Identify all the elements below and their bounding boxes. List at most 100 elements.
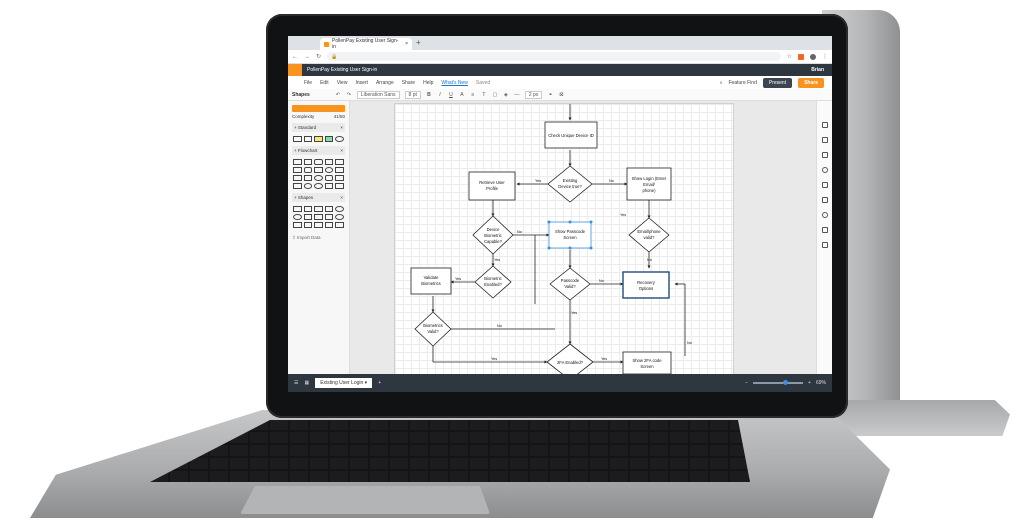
reload-icon[interactable]: ↻ [316,54,322,60]
browser-menu-icon[interactable]: ⋮ [822,54,828,60]
collate-shape[interactable] [324,183,334,189]
zoom-slider[interactable] [753,380,804,385]
colored-block-shape[interactable] [324,136,334,142]
ellipse-shape[interactable] [293,214,302,220]
node-device-biometric[interactable] [472,215,514,255]
text-shape[interactable] [293,136,302,142]
menu-help[interactable]: Help [423,79,434,86]
chat-icon[interactable] [821,212,828,218]
menu-view[interactable]: View [336,79,348,86]
storage-shape[interactable] [314,167,323,173]
block-shape[interactable] [303,136,313,142]
arrow-double-shape[interactable] [324,222,334,228]
heart-shape[interactable] [293,222,302,228]
profile-avatar-icon[interactable] [810,53,816,60]
manual-input-shape[interactable] [293,167,302,173]
menu-insert[interactable]: Insert [355,79,368,86]
arrow-right-shape[interactable] [303,222,313,228]
address-bar[interactable]: 🔒 [327,52,781,61]
node-biometric-enabled[interactable] [474,265,512,299]
line-width-select[interactable]: 2 px [524,90,543,99]
collapse-icon[interactable] [822,107,828,113]
data-shape[interactable] [324,159,334,165]
close-library-icon[interactable]: × [340,195,343,200]
parallelogram-shape[interactable] [303,206,313,212]
feature-find-button[interactable]: Feature Find [728,79,757,86]
data-icon[interactable] [821,137,828,143]
zoom-out-button[interactable]: − [745,380,749,386]
zoom-slider-handle[interactable] [783,380,789,385]
arrow-up-shape[interactable] [335,222,344,228]
node-show-login[interactable] [626,167,672,201]
predefined-shape[interactable] [303,167,313,173]
back-arrow-icon[interactable]: ← [292,53,298,60]
node-passcode-valid[interactable] [549,267,591,301]
summing-junction-shape[interactable] [314,183,323,189]
list-view-icon[interactable]: ☰ [294,380,299,386]
line-shape[interactable] [335,136,344,142]
close-library-icon[interactable]: × [340,148,343,153]
node-retrieve-profile[interactable] [468,171,516,201]
display-shape[interactable] [324,175,334,181]
lock-shape-icon[interactable]: ⊠ [559,91,564,98]
present-button[interactable]: Present [762,77,793,88]
add-page-button[interactable]: + [378,380,382,386]
node-email-phone-valid[interactable] [628,217,670,253]
merge-shape[interactable] [293,175,302,181]
shapes-panel-tab[interactable]: Shapes [292,91,310,98]
page-icon[interactable] [821,122,828,128]
menu-edit[interactable]: Edit [320,79,329,86]
font-size-select[interactable]: 8 pt [404,90,421,99]
cross-shape[interactable] [324,214,334,220]
forward-arrow-icon[interactable]: → [304,53,310,60]
triangle-shape[interactable] [314,206,323,212]
menu-arrange[interactable]: Arrange [375,79,394,86]
terminator-shape[interactable] [314,159,323,165]
document-shape[interactable] [335,159,344,165]
redo-icon[interactable]: ↷ [346,91,351,98]
node-biometrics-valid[interactable] [414,311,452,347]
import-data-button[interactable]: ⇪ Import Data [292,235,345,241]
delay-shape[interactable] [335,167,344,173]
card-shape[interactable] [335,175,344,181]
comments-icon[interactable] [821,152,828,158]
page-tab[interactable]: Existing User Login ▾ [315,378,373,388]
node-2fa-enabled[interactable] [546,343,594,374]
database-shape[interactable] [314,175,323,181]
menu-file[interactable]: File [304,79,313,86]
library-standard-header[interactable]: + Standard × [292,123,345,132]
italic-button[interactable]: I [439,91,441,98]
arrow-left-shape[interactable] [314,222,323,228]
shape-select-icon[interactable]: ▢ [492,91,498,98]
right-triangle-shape[interactable] [324,206,334,212]
bold-button[interactable]: B [427,91,431,98]
grid-view-icon[interactable]: ▦ [304,380,310,386]
user-menu[interactable]: Brian [811,67,824,73]
node-recovery-options[interactable] [622,271,670,299]
decision-shape[interactable] [303,159,313,165]
octagon-shape[interactable] [314,214,323,220]
undo-icon[interactable]: ↶ [335,91,340,98]
sort-shape[interactable] [335,183,344,189]
new-tab-button[interactable]: + [416,38,421,47]
hexagon-shape[interactable] [303,214,313,220]
text-options-button[interactable]: T [482,91,486,98]
close-library-icon[interactable]: × [340,125,343,130]
font-color-button[interactable]: A [460,91,464,98]
menu-share[interactable]: Share [401,79,416,86]
line-style-icon[interactable]: — [514,91,520,98]
extract-shape[interactable] [303,175,313,181]
document-title[interactable]: PollenPay Existing User Sign-in [307,67,378,73]
underline-button[interactable]: U [449,91,453,98]
align-icon[interactable]: ≡ [471,91,475,98]
browser-tab[interactable]: PollenPay Existing User Sign-in × [320,38,412,50]
node-existing-device[interactable] [547,165,593,203]
folder-icon[interactable] [288,64,302,76]
flowchart-diagram[interactable]: Check Unique Device ID Existing Device t… [395,104,735,374]
node-show-2fa[interactable] [622,351,672,374]
layers-icon[interactable] [821,182,828,188]
tape-shape[interactable] [293,183,302,189]
zoom-in-button[interactable]: + [808,380,811,386]
font-family-select[interactable]: Liberation Sans [356,90,400,99]
share-button[interactable]: Share [798,77,824,88]
